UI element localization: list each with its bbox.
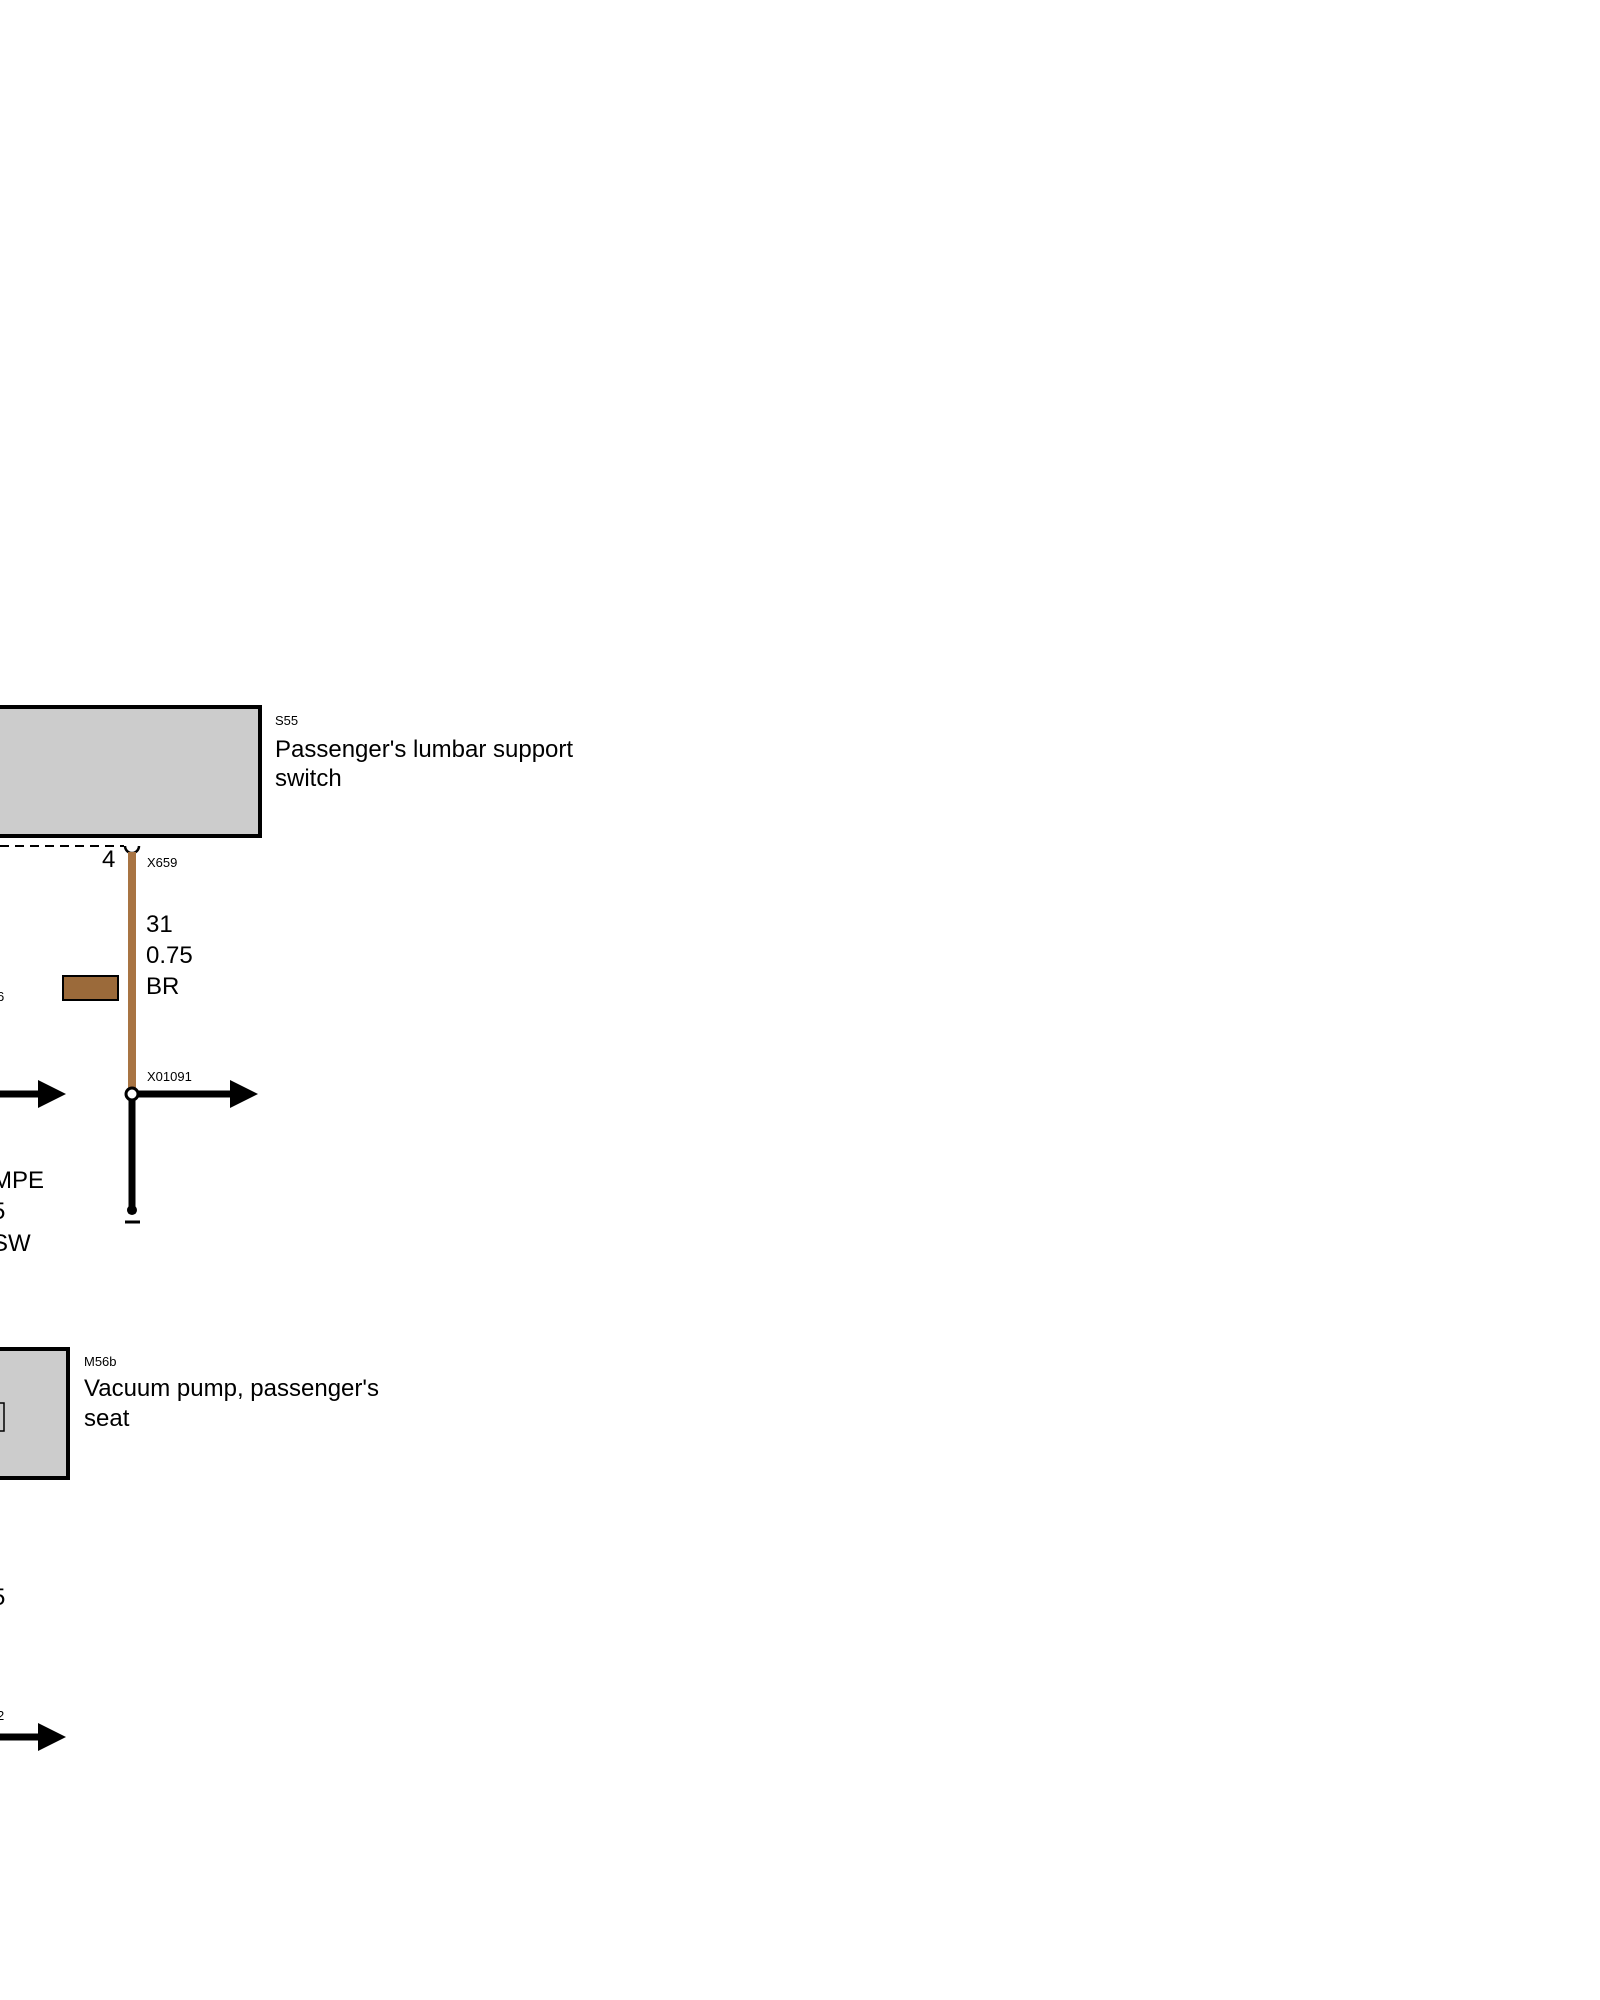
- left-partial-line3: SW: [0, 1230, 31, 1257]
- wire-circuit-label: 31: [146, 911, 173, 938]
- switch-connector-label: X659: [147, 855, 177, 870]
- switch-pin-number: 4: [102, 846, 115, 873]
- switch-code-label: S55: [275, 713, 298, 728]
- left-lower-arrowhead: [38, 1723, 66, 1751]
- junction-label: X01091: [147, 1069, 192, 1084]
- left-upper-arrowhead: [38, 1080, 66, 1108]
- left-lower-connector-label: 2: [0, 1708, 4, 1723]
- junction-dot[interactable]: [124, 1086, 140, 1102]
- left-upper-arrow-tick: .: [0, 1060, 1, 1075]
- switch-name-line1: Passenger's lumbar support: [275, 736, 573, 763]
- left-partial-line1: MPE: [0, 1167, 44, 1194]
- wire-color-swatch: [62, 975, 119, 1001]
- pump-inner-symbol: [0, 1402, 5, 1432]
- junction-right-arrowhead: [230, 1080, 258, 1108]
- left-partial-line2: 5: [0, 1198, 5, 1225]
- pump-name-line1: Vacuum pump, passenger's: [84, 1375, 379, 1402]
- ground-terminal-dot: [127, 1205, 137, 1215]
- switch-component-box[interactable]: [0, 705, 262, 838]
- pump-code-label: M56b: [84, 1354, 117, 1369]
- pump-component-box[interactable]: [0, 1347, 70, 1480]
- pump-name-line2: seat: [84, 1405, 130, 1432]
- connector-socket[interactable]: [123, 845, 141, 855]
- wire-color-code-label: BR: [146, 973, 179, 1000]
- wire-gauge-label: 0.75: [146, 942, 193, 969]
- left-wire-stub-label: 6: [0, 989, 4, 1004]
- left-lower-digit: 5: [0, 1584, 5, 1611]
- switch-name-line2: switch: [275, 765, 342, 792]
